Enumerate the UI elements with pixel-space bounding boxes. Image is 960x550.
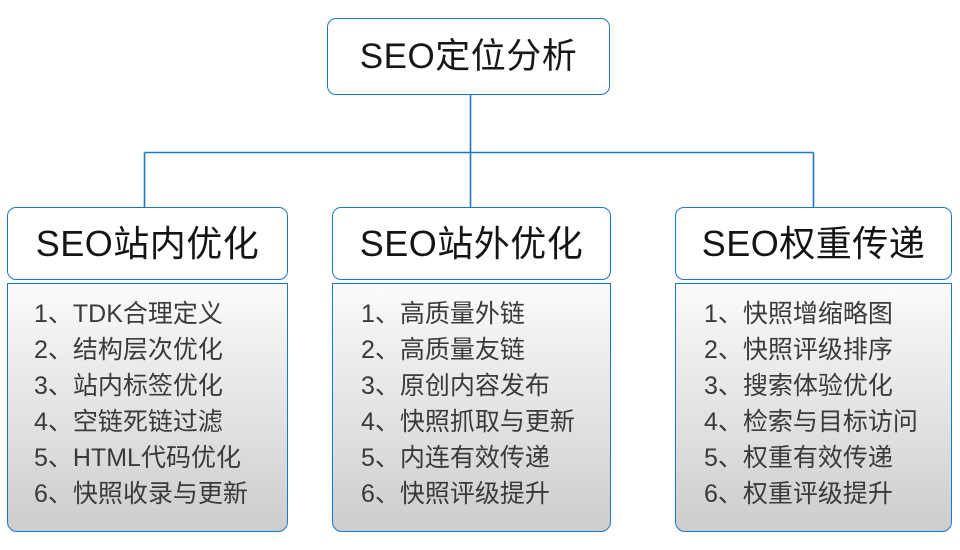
branch-body-2: 1、高质量外链 2、高质量友链 3、原创内容发布 4、快照抓取与更新 5、内连有… xyxy=(332,283,611,532)
branch-header-label-2: SEO站外优化 xyxy=(359,222,584,264)
branch-column-3: SEO权重传递 1、快照增缩略图 2、快照评级排序 3、搜索体验优化 4、检索与… xyxy=(675,207,952,532)
branch-column-2: SEO站外优化 1、高质量外链 2、高质量友链 3、原创内容发布 4、快照抓取与… xyxy=(332,207,611,532)
branch-column-1: SEO站内优化 1、TDK合理定义 2、结构层次优化 3、站内标签优化 4、空链… xyxy=(7,207,288,532)
list-item: 6、权重评级提升 xyxy=(704,480,893,508)
root-node-label: SEO定位分析 xyxy=(359,37,578,76)
branch-header-1[interactable]: SEO站内优化 xyxy=(7,207,288,280)
list-item: 3、站内标签优化 xyxy=(34,372,223,400)
branch-header-2[interactable]: SEO站外优化 xyxy=(332,207,611,280)
list-item: 6、快照评级提升 xyxy=(361,480,550,508)
list-item: 2、高质量友链 xyxy=(361,336,525,364)
branch-header-label-1: SEO站内优化 xyxy=(35,222,260,264)
list-item: 4、空链死链过滤 xyxy=(34,408,223,436)
list-item: 5、权重有效传递 xyxy=(704,444,893,472)
branch-item-list-1: 1、TDK合理定义 2、结构层次优化 3、站内标签优化 4、空链死链过滤 5、H… xyxy=(8,296,287,512)
list-item: 2、结构层次优化 xyxy=(34,336,223,364)
branch-item-list-3: 1、快照增缩略图 2、快照评级排序 3、搜索体验优化 4、检索与目标访问 5、权… xyxy=(676,296,951,512)
list-item: 3、原创内容发布 xyxy=(361,372,550,400)
branch-body-3: 1、快照增缩略图 2、快照评级排序 3、搜索体验优化 4、检索与目标访问 5、权… xyxy=(675,283,952,532)
list-item: 1、TDK合理定义 xyxy=(34,300,223,328)
list-item: 3、搜索体验优化 xyxy=(704,372,893,400)
branch-header-label-3: SEO权重传递 xyxy=(701,222,926,264)
list-item: 2、快照评级排序 xyxy=(704,336,893,364)
branch-body-1: 1、TDK合理定义 2、结构层次优化 3、站内标签优化 4、空链死链过滤 5、H… xyxy=(7,283,288,532)
branch-item-list-2: 1、高质量外链 2、高质量友链 3、原创内容发布 4、快照抓取与更新 5、内连有… xyxy=(333,296,610,512)
list-item: 6、快照收录与更新 xyxy=(34,480,248,508)
list-item: 5、HTML代码优化 xyxy=(34,444,241,472)
list-item: 4、快照抓取与更新 xyxy=(361,408,575,436)
branch-header-3[interactable]: SEO权重传递 xyxy=(675,207,952,280)
root-node[interactable]: SEO定位分析 xyxy=(327,18,610,95)
list-item: 5、内连有效传递 xyxy=(361,444,550,472)
list-item: 4、检索与目标访问 xyxy=(704,408,918,436)
list-item: 1、快照增缩略图 xyxy=(704,300,893,328)
list-item: 1、高质量外链 xyxy=(361,300,525,328)
